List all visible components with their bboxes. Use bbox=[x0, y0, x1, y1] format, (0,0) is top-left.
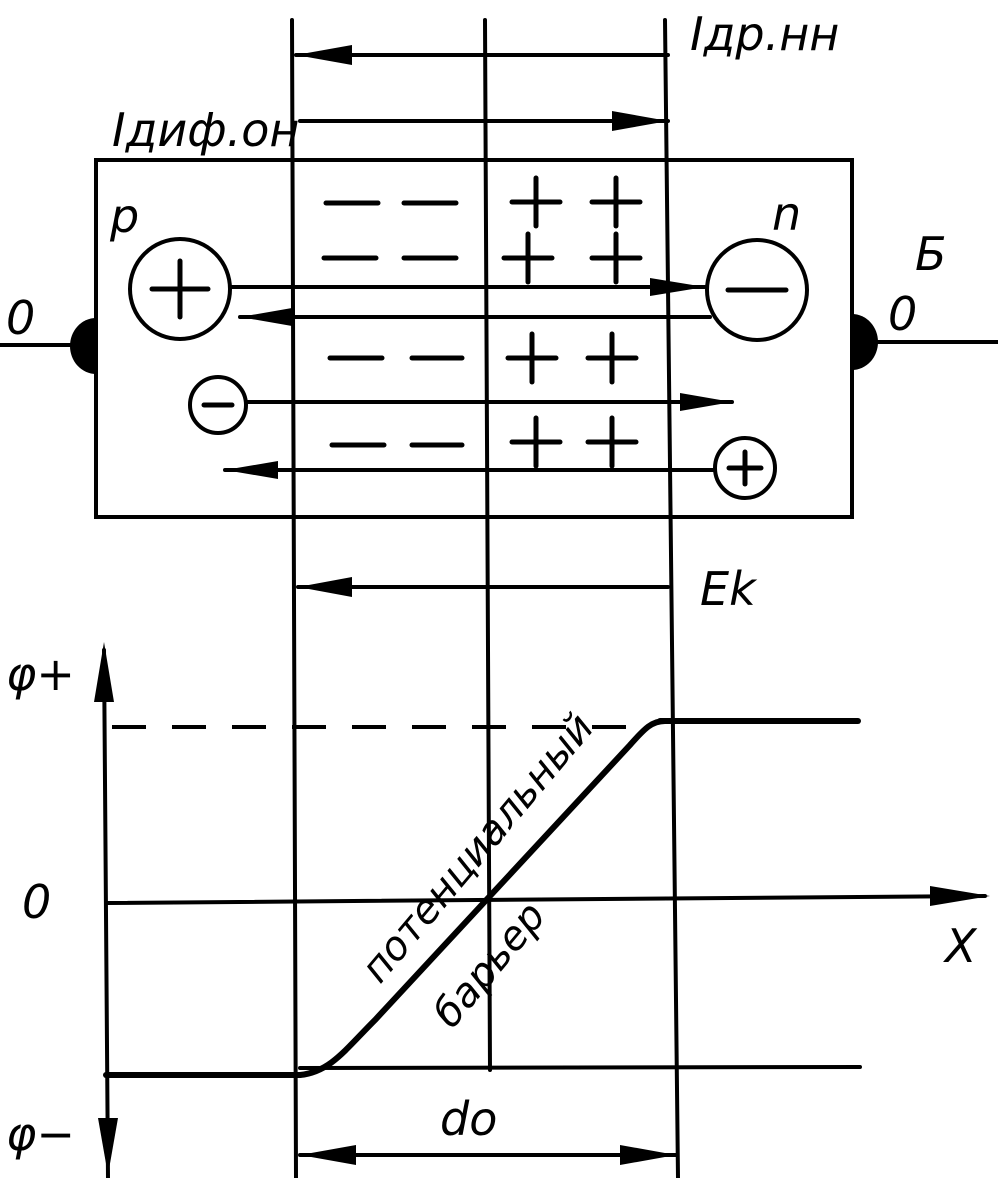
contact-left-label: 0 bbox=[6, 291, 35, 345]
plus-sign bbox=[589, 231, 643, 285]
diffusion-current-arrow bbox=[298, 111, 670, 131]
plus-sign bbox=[589, 175, 643, 229]
hole-carrier-small bbox=[713, 436, 777, 500]
potential-barrier-curve bbox=[297, 718, 668, 1078]
contact-right bbox=[850, 314, 998, 370]
space-charge-row-3 bbox=[327, 331, 639, 385]
plus-sign bbox=[505, 331, 559, 385]
electron-carrier-small bbox=[188, 375, 248, 435]
hole-carrier-large bbox=[128, 237, 232, 341]
space-charge-row-2 bbox=[321, 231, 643, 285]
depletion-left-boundary bbox=[290, 18, 298, 1178]
minority-hole-arrow bbox=[223, 461, 717, 479]
plus-sign bbox=[509, 175, 563, 229]
electron-flow-arrow bbox=[238, 308, 712, 326]
zero-label: 0 bbox=[22, 875, 51, 929]
diffusion-current-label: Iдиф.он bbox=[112, 103, 299, 157]
plus-sign bbox=[501, 231, 555, 285]
electron-carrier-large bbox=[705, 238, 809, 342]
contact-right-label: 0 bbox=[888, 287, 917, 341]
contact-b-label: Б bbox=[915, 227, 947, 281]
lower-reference-line bbox=[298, 1065, 862, 1070]
field-arrow bbox=[296, 577, 670, 597]
minority-electron-arrow bbox=[244, 393, 734, 411]
drift-current-label: Iдр.нн bbox=[690, 7, 839, 61]
space-charge-row-4 bbox=[329, 415, 639, 469]
space-charge-row-1 bbox=[323, 175, 643, 229]
plus-sign bbox=[585, 331, 639, 385]
junction-center-line bbox=[483, 18, 492, 1072]
x-axis-label: X bbox=[943, 919, 978, 973]
field-label: Ek bbox=[700, 562, 758, 616]
n-region-label: n bbox=[772, 187, 801, 241]
x-axis bbox=[104, 886, 990, 906]
potential-axis bbox=[94, 642, 118, 1178]
width-label: do bbox=[440, 1092, 497, 1146]
width-dimension-arrow bbox=[298, 1145, 678, 1165]
plus-sign bbox=[509, 415, 563, 469]
phi-minus-label: φ− bbox=[6, 1107, 75, 1161]
drift-current-arrow bbox=[294, 45, 670, 65]
phi-plus-label: φ+ bbox=[6, 647, 75, 701]
contact-left bbox=[0, 318, 98, 374]
p-region-label: p bbox=[109, 189, 139, 243]
depletion-right-boundary bbox=[663, 18, 680, 1178]
hole-flow-arrow bbox=[228, 278, 707, 296]
plus-sign bbox=[585, 415, 639, 469]
